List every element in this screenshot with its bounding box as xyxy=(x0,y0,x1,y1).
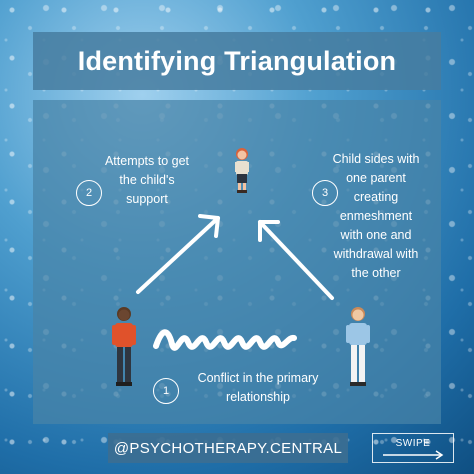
step-1-caption: Conflict in the primary relationship xyxy=(183,369,333,407)
step-1-badge: 1 xyxy=(153,378,179,404)
step-3-line: creating xyxy=(353,190,399,204)
conflict-wave-icon xyxy=(153,329,297,351)
handle-banner: @PSYCHOTHERAPY.CENTRAL xyxy=(108,433,348,463)
step-3-badge: 3 xyxy=(312,180,338,206)
title-banner: Identifying Triangulation xyxy=(33,32,441,90)
step-3-line: one parent xyxy=(346,171,406,185)
right-parent-figure-icon xyxy=(346,307,370,386)
step-2-badge: 2 xyxy=(76,180,102,206)
step-2-line: Attempts to get xyxy=(104,154,190,168)
step-3-line: enmeshment xyxy=(339,209,413,223)
page-title: Identifying Triangulation xyxy=(77,45,397,76)
child-figure-icon xyxy=(235,148,249,193)
swipe-label: SWIPE xyxy=(395,438,431,449)
step-2-line: support xyxy=(126,192,168,206)
swipe-button[interactable]: SWIPE xyxy=(372,433,454,463)
step-2-caption: Attempts to get the child's support xyxy=(88,152,206,209)
step-3-line: Child sides with xyxy=(332,152,420,166)
step-3-line: withdrawal with xyxy=(333,247,419,261)
step-3-caption: Child sides with one parent creating enm… xyxy=(320,150,432,283)
left-parent-figure-icon xyxy=(112,307,136,386)
arrow-right-icon xyxy=(383,450,444,460)
step-1-line: relationship xyxy=(226,390,290,404)
step-1-line: Conflict in the primary xyxy=(197,371,319,385)
step-2-line: the child's xyxy=(119,173,175,187)
social-handle: @PSYCHOTHERAPY.CENTRAL xyxy=(113,439,343,457)
step-3-line: the other xyxy=(351,266,401,280)
step-3-line: with one and xyxy=(340,228,412,242)
